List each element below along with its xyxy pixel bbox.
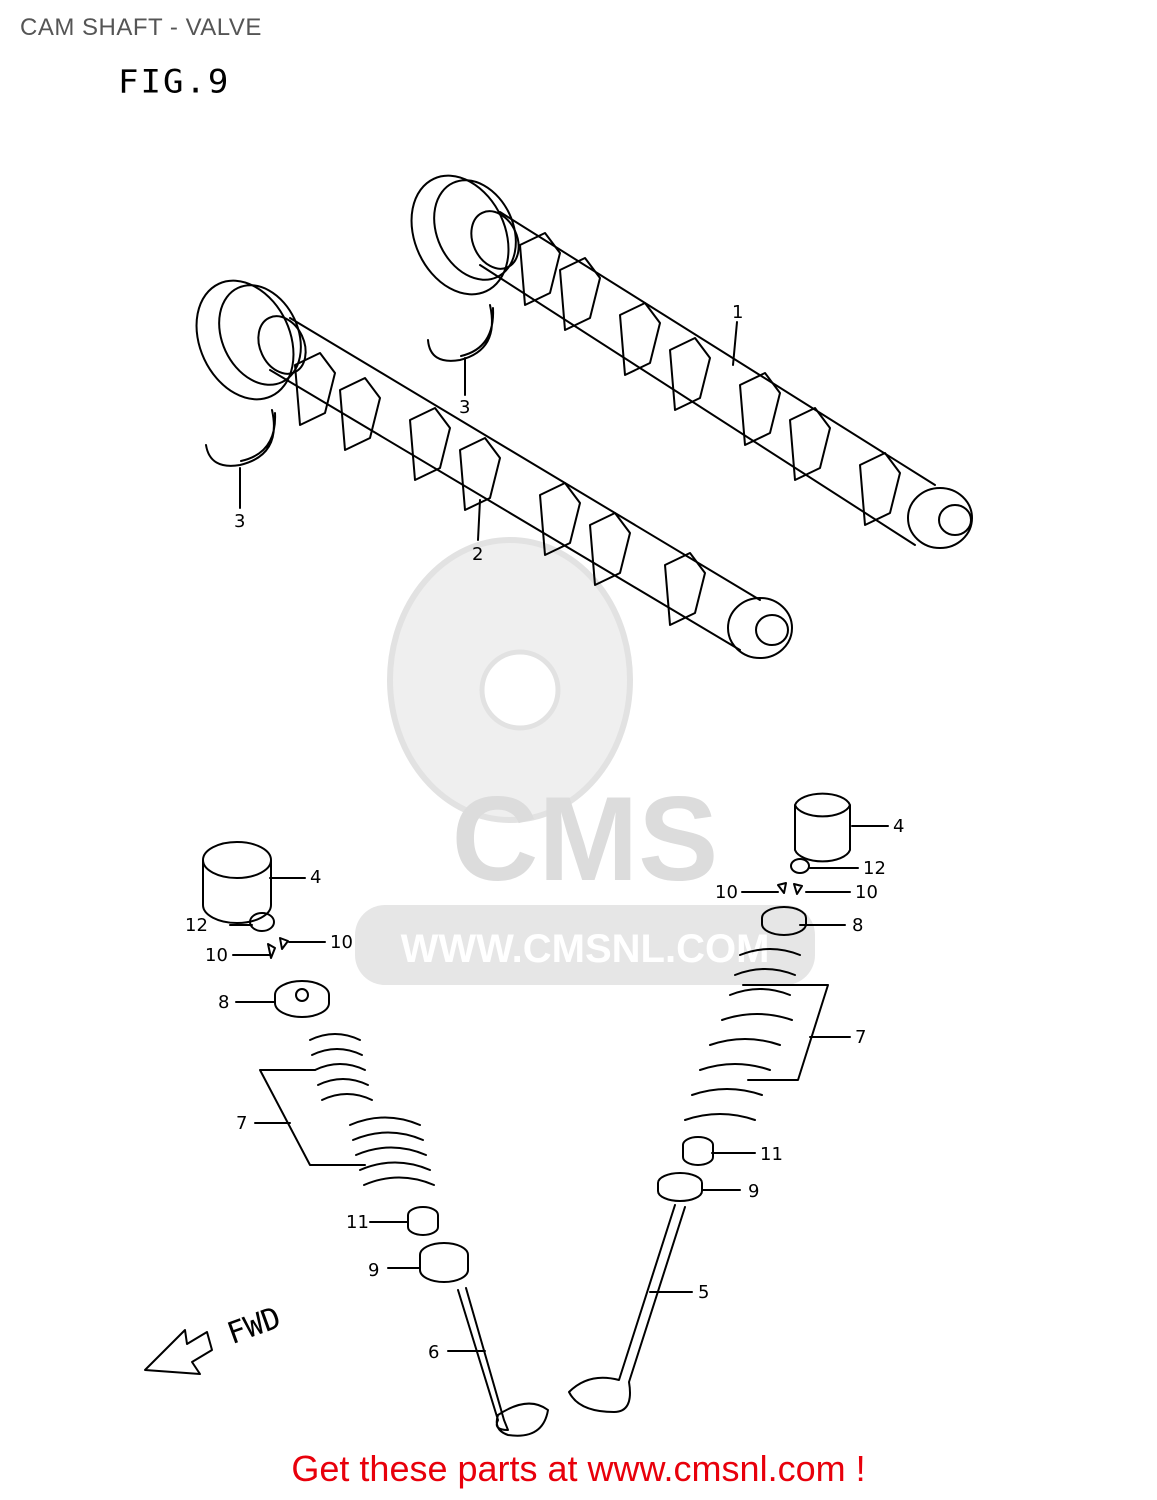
valve-right: [568, 1204, 686, 1413]
stem-seal-left: [407, 1206, 439, 1236]
watermark: CMS WWW.CMSNL.COM: [355, 537, 815, 985]
cotter-right: [777, 882, 803, 895]
footer-promo[interactable]: Get these parts at www.cmsnl.com !: [291, 1448, 866, 1489]
callout-7-left: 7: [236, 1113, 247, 1134]
callout-5: 5: [698, 1282, 709, 1303]
seat-right: [657, 1172, 703, 1202]
fwd-arrow: [144, 1329, 213, 1375]
callout-7-right: 7: [855, 1027, 866, 1048]
camshaft-1: [410, 174, 973, 549]
watermark-brand: CMS: [452, 772, 719, 906]
valve-left: [457, 1287, 549, 1437]
callout-9-right: 9: [748, 1181, 759, 1202]
spring-right: [684, 948, 801, 1121]
spring-inner-left: [309, 1033, 373, 1101]
retainer-left: [274, 980, 330, 1018]
callouts: 1 3 3 2 4 4 12 12 10 10 10 10 8 8 7 7 11…: [185, 302, 904, 1363]
callout-12-left: 12: [185, 915, 208, 936]
callout-10-left-b: 10: [330, 932, 353, 953]
callout-2: 2: [472, 544, 483, 565]
callout-4-right: 4: [893, 816, 904, 837]
callout-3a: 3: [459, 397, 470, 418]
callout-8-left: 8: [218, 992, 229, 1013]
callout-1: 1: [732, 302, 743, 323]
spring-outer-left: [349, 1116, 435, 1186]
leader-lines: [229, 321, 889, 1352]
fwd-label: FWD: [223, 1300, 286, 1351]
shim-right: [790, 858, 810, 874]
page-title: CAM SHAFT - VALVE: [20, 14, 262, 41]
callout-10-right-a: 10: [715, 882, 738, 903]
valve-assembly-left: [202, 841, 549, 1437]
cotter-left: [267, 937, 289, 959]
stem-seal-right: [682, 1136, 714, 1166]
watermark-url: WWW.CMSNL.COM: [401, 927, 770, 971]
callout-9-left: 9: [368, 1260, 379, 1281]
half-ring-3b: [205, 409, 277, 467]
valve-assembly-right: [568, 792, 851, 1413]
callout-12-right: 12: [863, 858, 886, 879]
callout-4-left: 4: [310, 867, 321, 888]
callout-6: 6: [428, 1342, 439, 1363]
figure-number: FIG.9: [118, 63, 231, 101]
callout-8-right: 8: [852, 915, 863, 936]
seat-left: [419, 1242, 469, 1283]
callout-10-left-a: 10: [205, 945, 228, 966]
callout-10-right-b: 10: [855, 882, 878, 903]
callout-11-left: 11: [346, 1212, 369, 1233]
tappet-left: [202, 841, 272, 924]
callout-3b: 3: [234, 511, 245, 532]
half-ring-3a: [427, 304, 495, 362]
tappet-right: [794, 792, 851, 863]
camshaft-2: [195, 279, 793, 659]
shim-left: [249, 912, 275, 932]
callout-11-right: 11: [760, 1144, 783, 1165]
